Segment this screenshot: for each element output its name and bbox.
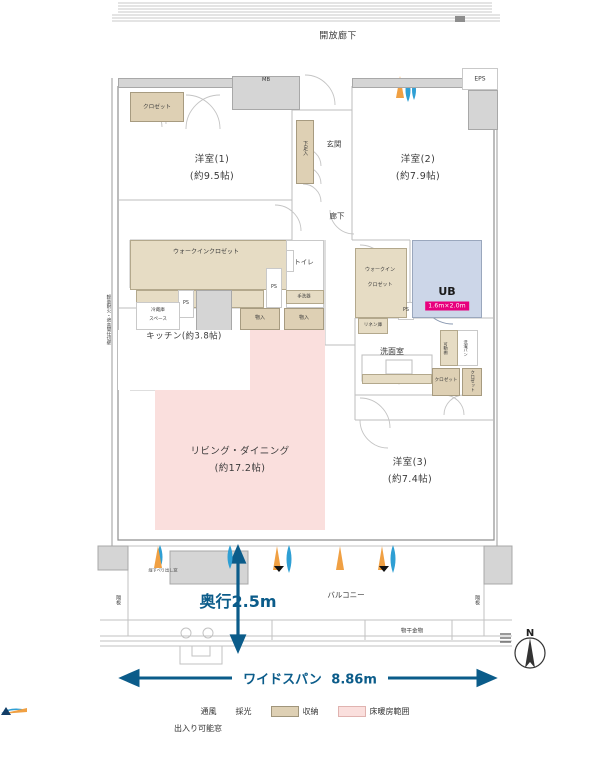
label-divider-right: 隔板 xyxy=(474,595,481,605)
label-wic-left: ウォークインクロゼット xyxy=(172,248,240,256)
legend-item-ventilation: 通風 xyxy=(1,706,217,717)
label-room3-size: (約7.4帖) xyxy=(387,474,433,486)
label-storage-2: 物入 xyxy=(298,314,310,321)
label-balcony: バルコニー xyxy=(327,590,365,600)
wide-span-value: 8.86m xyxy=(331,672,377,688)
label-ps-2: PS xyxy=(271,285,277,291)
label-entrance: 玄関 xyxy=(326,139,342,149)
legend-item-storage: 収納 xyxy=(270,706,319,717)
eps-block xyxy=(462,68,498,90)
label-room2: 洋室(2) xyxy=(400,154,436,166)
label-living: リビング・ダイニング xyxy=(190,446,290,458)
wash-pan-block xyxy=(440,330,458,366)
label-eps: EPS xyxy=(474,75,486,83)
label-room2-size: (約7.9帖) xyxy=(395,171,441,183)
closet-top-left-block xyxy=(130,92,184,122)
toilet-counter xyxy=(286,290,324,304)
corridor-wall-right xyxy=(352,78,472,88)
legend-label-exit-window: 出入り可能窓 xyxy=(174,724,222,733)
label-closet-br-1: クロゼット xyxy=(434,378,458,384)
exit-window-icon xyxy=(1,707,11,715)
wic-left-block xyxy=(130,240,292,290)
label-hallway: 廊下 xyxy=(329,211,345,221)
label-shoebox: 下足入 xyxy=(302,140,309,156)
toilet-paper-holder xyxy=(286,250,294,272)
label-handwash: 手洗器 xyxy=(297,294,311,300)
label-room1-size: (約9.5帖) xyxy=(189,171,235,183)
label-casement-window: 縦すべり出し窓 xyxy=(148,567,178,573)
ub-block xyxy=(412,240,482,318)
legend-item-daylight: 採光 xyxy=(1,706,252,717)
legend: 通風 採光 収納 床暖房範囲 出入り可能窓 xyxy=(0,706,610,734)
wic-right-block xyxy=(355,248,407,318)
closet-br-block-1 xyxy=(432,368,460,396)
mb-block xyxy=(232,76,300,110)
label-ps-3: PS xyxy=(403,308,409,314)
wide-span-dimension: ワイドスパン 8.86m xyxy=(243,669,377,688)
label-linen: リネン庫 xyxy=(363,323,383,329)
legend-label-daylight: 採光 xyxy=(235,707,252,716)
vanity-counter xyxy=(362,374,432,384)
floor-heating-swatch xyxy=(337,706,366,717)
legend-row-exit-window: 出入り可能窓 xyxy=(0,707,610,734)
label-closet-top-left: クロゼット xyxy=(143,104,171,111)
depth-dimension-label: 奥行2.5m xyxy=(199,592,277,611)
storage-swatch xyxy=(270,706,299,717)
linen-block xyxy=(358,318,388,334)
label-laundry-hanger: 物干金物 xyxy=(400,628,424,635)
label-corridor: 開放廊下 xyxy=(319,31,357,42)
legend-row-primary: 通風 採光 収納 床暖房範囲 xyxy=(0,706,610,717)
kitchen-floor xyxy=(118,330,250,390)
label-movable-shelf: 可動棚 xyxy=(443,341,449,355)
label-storage-1: 物入 xyxy=(254,314,266,321)
legend-label-ventilation: 通風 xyxy=(200,707,217,716)
label-room1: 洋室(1) xyxy=(194,154,230,166)
fridge-space-block xyxy=(136,302,180,330)
storage-block-1 xyxy=(240,308,280,330)
wide-span-label: ワイドスパン xyxy=(243,672,322,688)
label-washroom: 洗面室 xyxy=(380,347,404,356)
label-kitchen: キッチン(約3.8帖) xyxy=(146,331,222,342)
label-wic-right-1: ウォークイン xyxy=(364,266,396,273)
compass-icon xyxy=(500,633,546,669)
label-living-size: (約17.2帖) xyxy=(214,463,266,475)
label-ps-1: PS xyxy=(183,301,189,307)
label-wash-pan: 洗濯パン xyxy=(463,339,469,357)
legend-label-floor-heating: 床暖房範囲 xyxy=(369,707,410,716)
label-fridge-2: スペース xyxy=(149,317,167,323)
shoebox-block xyxy=(296,120,314,184)
label-ub-size: 1.6m×2.0m xyxy=(425,301,469,311)
closet-br-block-2 xyxy=(462,368,482,396)
label-ub: UB xyxy=(438,285,456,299)
label-mb: MB xyxy=(261,76,271,83)
label-divider-left: 隔板 xyxy=(115,595,122,605)
wic-column xyxy=(196,290,232,332)
label-partition-wall: 軽量耐火・遮音間仕切壁 xyxy=(105,294,111,346)
label-room3: 洋室(3) xyxy=(392,457,428,469)
label-toilet: トイレ xyxy=(294,257,314,266)
legend-label-storage: 収納 xyxy=(302,707,319,716)
label-closet-br-2: クロゼット xyxy=(469,370,475,392)
ps-box-2 xyxy=(266,268,282,308)
label-fridge-1: 冷蔵庫 xyxy=(151,308,165,314)
eps-shaft xyxy=(468,90,498,130)
label-wic-right-2: クロゼット xyxy=(367,281,393,288)
legend-item-exit-window: 出入り可能窓 xyxy=(1,707,222,734)
storage-block-2 xyxy=(284,308,324,330)
legend-item-floor-heating: 床暖房範囲 xyxy=(337,706,410,717)
compass-north-label: N xyxy=(525,627,535,639)
